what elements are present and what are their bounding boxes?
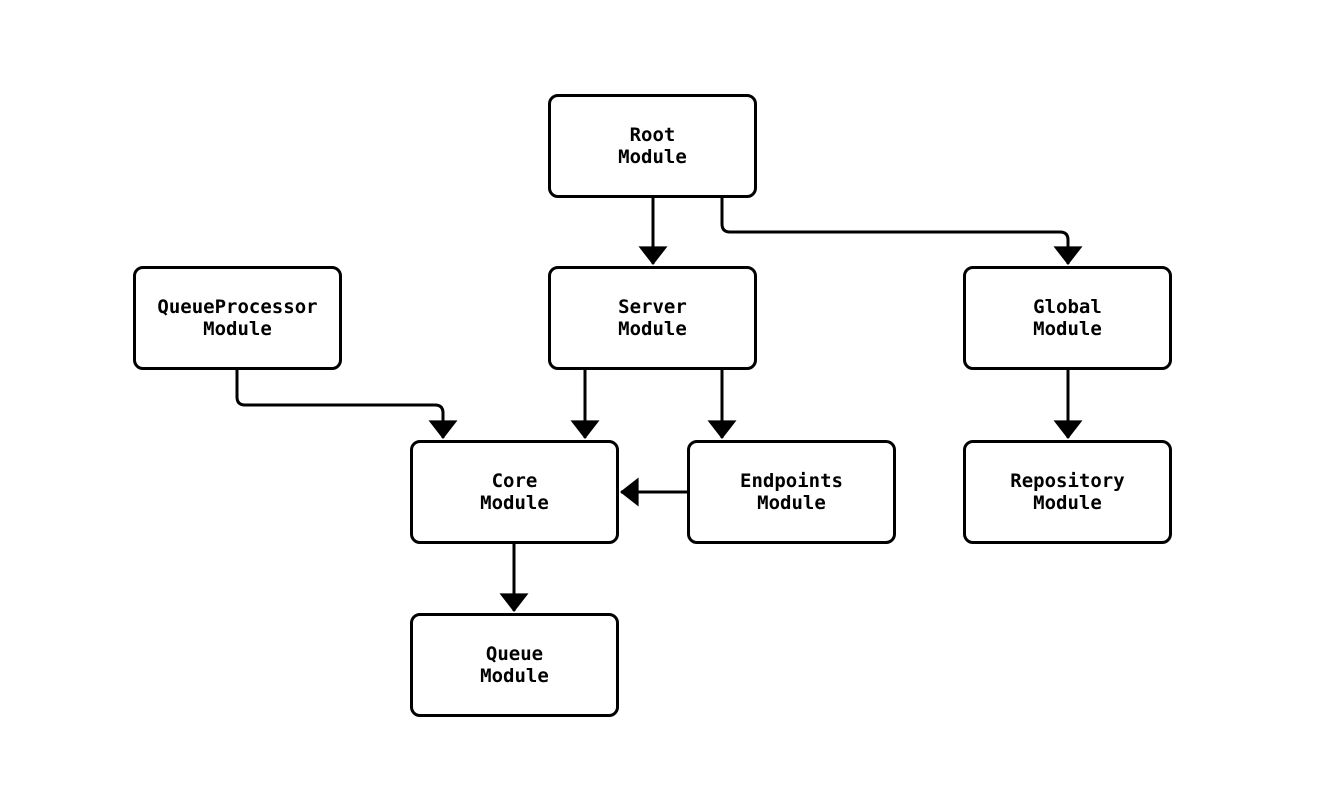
node-label-line2: Module [1033,492,1102,514]
node-global-module: Global Module [963,266,1172,370]
node-label-line1: Server [618,296,687,318]
node-repository-module: Repository Module [963,440,1172,544]
node-label-line2: Module [480,665,549,687]
node-label-line1: Repository [1010,470,1125,492]
edge-root-to-global [720,198,1083,266]
node-label-line1: Core [491,470,538,492]
node-server-module: Server Module [548,266,757,370]
node-queue-module: Queue Module [410,613,619,717]
edge-queueprocessor-to-core [235,370,458,440]
node-label-line2: Module [1033,318,1102,340]
node-label-line1: Queue [485,643,544,665]
node-label-line2: Module [480,492,549,514]
node-label-line2: Module [757,492,826,514]
node-core-module: Core Module [410,440,619,544]
node-label-line1: Endpoints [740,470,843,492]
node-label-line1: Global [1033,296,1102,318]
node-root-module: Root Module [548,94,757,198]
node-label-line1: QueueProcessor [157,296,318,318]
node-label-line2: Module [203,318,272,340]
node-label-line2: Module [618,318,687,340]
node-endpoints-module: Endpoints Module [687,440,896,544]
node-label-line1: Root [629,124,676,146]
node-queueprocessor-module: QueueProcessor Module [133,266,342,370]
node-label-line2: Module [618,146,687,168]
